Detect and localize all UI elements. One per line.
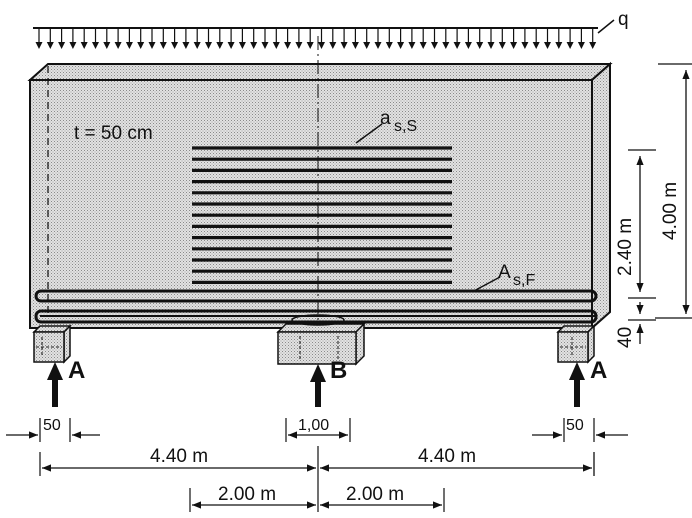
- support-block-middle: [276, 314, 366, 366]
- dimension-half-spans: 2.00 m 2.00 m: [189, 484, 445, 512]
- support-width-middle-label: 1,00: [298, 417, 329, 434]
- chord-reinforcement-label-sub: s,F: [513, 272, 535, 289]
- reaction-arrow-right: A: [569, 357, 607, 407]
- load-arrow-head: [318, 42, 325, 49]
- web-reinforcement-bars: [192, 146, 452, 284]
- web-reinforcement-label: a s,S: [355, 108, 417, 144]
- web-reinforcement-label-sub: s,S: [394, 118, 417, 135]
- load-arrow-head: [137, 42, 145, 49]
- load-arrow-head: [340, 42, 348, 49]
- load-arrow-head: [532, 42, 540, 49]
- load-arrow-head: [103, 42, 111, 49]
- load-arrow-head: [80, 42, 88, 49]
- dimension-spans: 4.40 m 4.40 m: [39, 446, 595, 512]
- span-right-label: 4.40 m: [418, 446, 476, 467]
- load-arrow-head: [464, 42, 472, 49]
- load-arrow-head: [363, 42, 371, 49]
- load-arrow-head: [227, 42, 235, 49]
- load-arrow-head: [272, 42, 280, 49]
- reaction-label-right: A: [590, 357, 607, 384]
- load-arrow-head: [261, 42, 269, 49]
- load-arrow-head: [419, 42, 427, 49]
- thickness-label: t = 50 cm: [74, 123, 153, 144]
- load-arrow-head: [35, 42, 43, 49]
- load-arrow-head: [544, 42, 551, 49]
- load-arrow-head: [250, 42, 258, 49]
- load-arrow-head: [205, 42, 212, 49]
- chord-reinforcement: A s,F: [34, 262, 598, 324]
- reaction-label-left: A: [68, 357, 85, 384]
- load-arrow-head: [193, 42, 201, 49]
- web-reinforcement-label-main: a: [380, 108, 391, 129]
- load-arrow-head: [351, 42, 359, 49]
- dimension-support-middle: 1,00: [285, 417, 351, 442]
- load-arrow-head: [431, 42, 438, 49]
- web-height-label: 2.40 m: [615, 218, 636, 276]
- distributed-load-q: q: [33, 9, 629, 49]
- dimension-web-height: 2.40 m: [615, 149, 656, 299]
- load-arrow-head: [589, 42, 597, 49]
- load-arrow-head: [442, 42, 450, 49]
- load-arrows: [35, 29, 597, 49]
- support-width-right-label: 50: [566, 417, 584, 434]
- load-arrow-head: [171, 42, 179, 49]
- load-arrow-head: [295, 42, 303, 49]
- dimension-bottom-zone: 40: [615, 302, 656, 348]
- load-arrow-head: [385, 42, 393, 49]
- reaction-arrow-middle: B: [310, 357, 347, 407]
- dimension-total-height: 4.00 m: [655, 63, 692, 319]
- dimension-support-left: 50: [6, 417, 100, 442]
- load-arrow-head: [555, 42, 563, 49]
- load-arrow-head: [46, 42, 54, 49]
- load-arrow-head: [577, 42, 585, 49]
- wall-body: [27, 36, 613, 355]
- load-arrow-head: [69, 42, 77, 49]
- chord-reinforcement-label-main: A: [498, 262, 511, 283]
- half-span-left-label: 2.00 m: [218, 484, 276, 505]
- total-height-label: 4.00 m: [660, 182, 681, 240]
- load-arrow-head: [397, 42, 405, 49]
- load-arrow-head: [306, 42, 314, 49]
- load-arrow-head: [238, 42, 246, 49]
- load-arrow-head: [148, 42, 156, 49]
- support-width-left-label: 50: [43, 417, 61, 434]
- dimension-support-right: 50: [532, 417, 628, 442]
- span-left-label: 4.40 m: [150, 446, 208, 467]
- load-arrow-head: [487, 42, 495, 49]
- load-arrow-head: [521, 42, 529, 49]
- half-span-right-label: 2.00 m: [346, 484, 404, 505]
- support-block-right: [556, 324, 596, 364]
- load-arrow-head: [125, 42, 133, 49]
- load-arrow-head: [329, 42, 337, 49]
- load-arrow-head: [92, 42, 99, 49]
- load-arrow-head: [498, 42, 506, 49]
- load-arrow-head: [476, 42, 484, 49]
- load-arrow-head: [566, 42, 574, 49]
- load-label: q: [618, 9, 629, 30]
- bottom-zone-label: 40: [615, 327, 636, 348]
- load-arrow-head: [159, 42, 167, 49]
- load-arrow-head: [374, 42, 382, 49]
- load-arrow-head: [453, 42, 461, 49]
- load-arrow-head: [182, 42, 190, 49]
- load-arrow-head: [58, 42, 66, 49]
- reaction-arrow-left: A: [47, 357, 85, 407]
- load-arrow-head: [114, 42, 122, 49]
- load-arrow-head: [284, 42, 292, 49]
- reaction-label-middle: B: [330, 357, 347, 384]
- load-arrow-head: [216, 42, 224, 49]
- load-arrow-head: [408, 42, 416, 49]
- load-arrow-head: [510, 42, 518, 49]
- support-block-left: [32, 324, 72, 364]
